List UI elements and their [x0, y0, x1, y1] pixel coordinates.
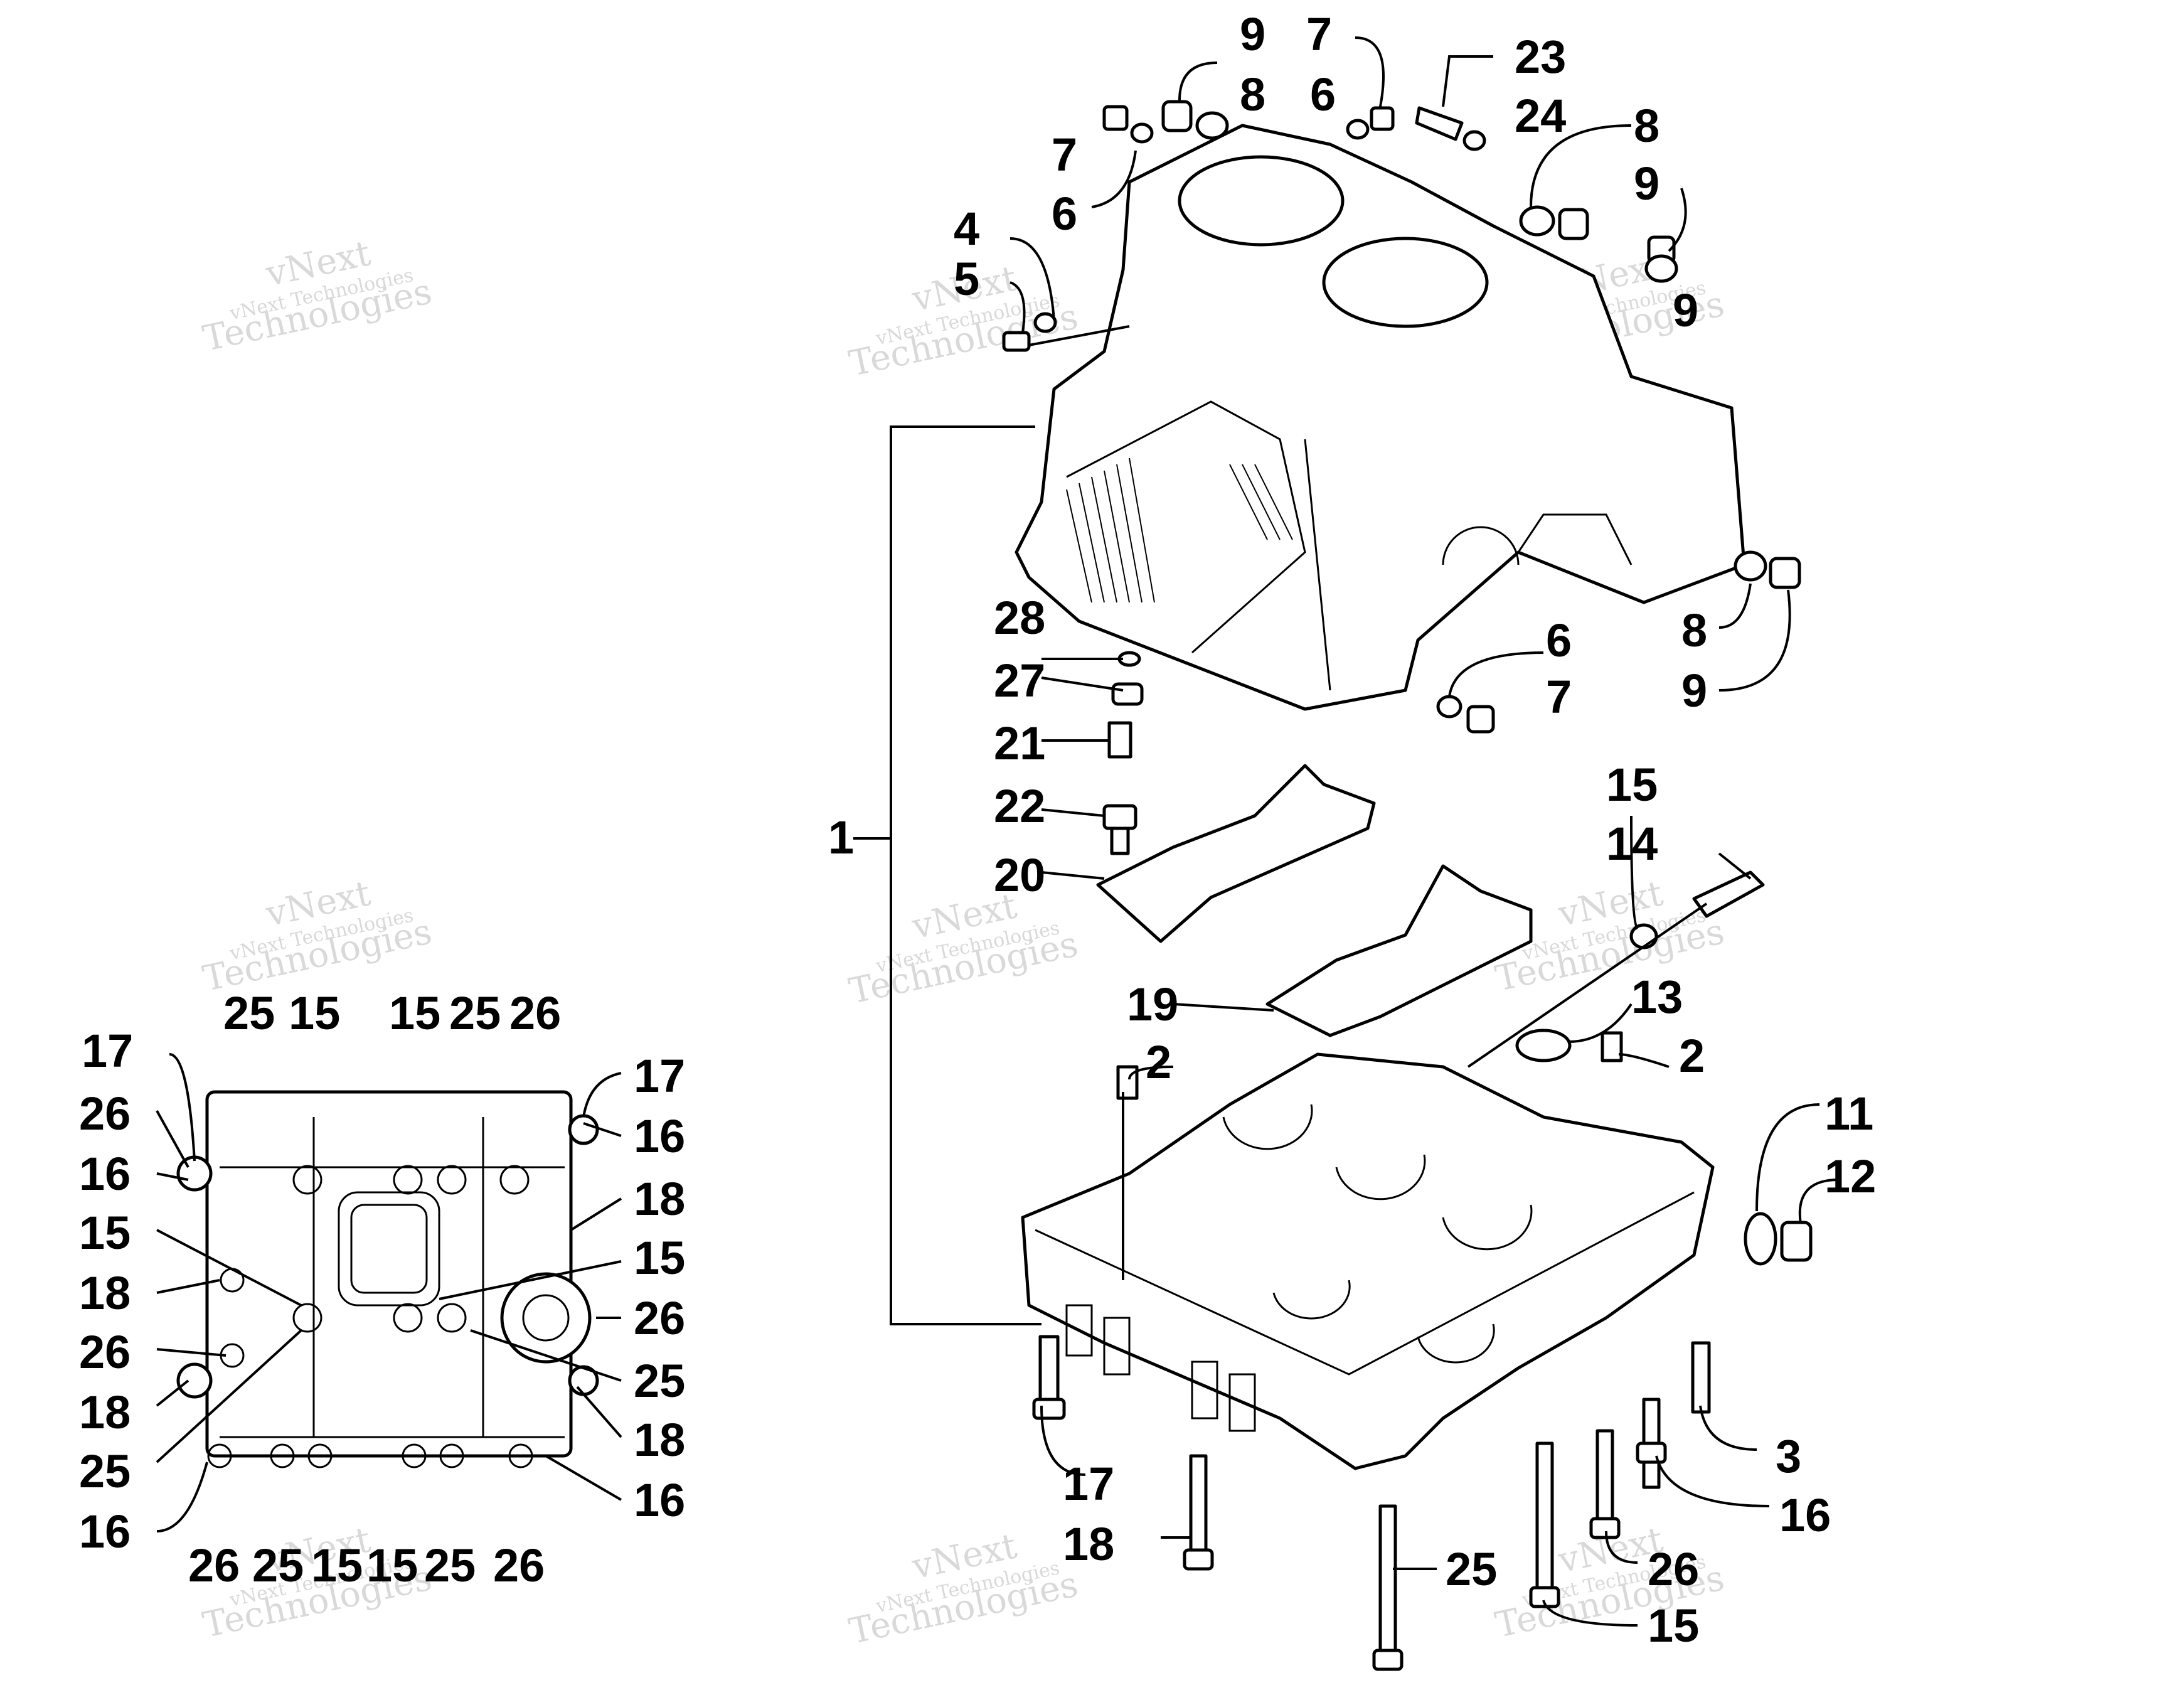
callout-14: 15 [1606, 759, 1658, 811]
callout-17: 17 [1063, 1458, 1114, 1510]
callout-7b: 7 [1052, 129, 1077, 181]
callout-8c: 8 [1681, 604, 1707, 656]
callout-16: 16 [1779, 1489, 1831, 1541]
callout-12: 13 [1631, 971, 1683, 1023]
callout-8a: 8 [1240, 68, 1265, 120]
callout-8b: 8 [1634, 100, 1659, 152]
callouts-exploded: 9 8 7 6 23 24 7 6 8 9 9 4 5 1 28 27 21 2… [828, 8, 1876, 1595]
callout-5: 5 [954, 253, 979, 305]
bv-18-right-b: 18 [634, 1414, 685, 1466]
callout-21: 21 [994, 717, 1045, 769]
bv-25-right: 25 [634, 1355, 685, 1407]
callout-2a: 2 [1146, 1036, 1171, 1088]
callout-6b: 6 [1052, 188, 1077, 240]
bv-26-bottom-a: 26 [188, 1539, 240, 1591]
callout-9c: 9 [1673, 284, 1698, 336]
callout-25: 25 [1446, 1543, 1497, 1595]
callout-11: 12 [1824, 1150, 1876, 1202]
callouts-bottom-view: 25 15 15 25 26 17 26 16 15 18 26 18 25 1… [79, 987, 685, 1591]
callout-2b: 2 [1679, 1030, 1705, 1082]
bv-25-top-a: 25 [223, 987, 275, 1039]
bv-18-right-a: 18 [634, 1173, 685, 1225]
callout-1: 1 [828, 811, 854, 864]
callout-19: 19 [1127, 978, 1178, 1030]
bv-16-left-b: 16 [79, 1505, 131, 1558]
callout-3: 3 [1776, 1430, 1801, 1482]
callout-9b: 9 [1634, 158, 1659, 210]
callout-22: 22 [994, 780, 1045, 832]
callout-27: 27 [994, 655, 1045, 707]
watermark-4: vNext Technologies vNext Technologies [200, 873, 435, 1000]
callout-9d: 9 [1681, 665, 1707, 717]
bv-15-top-b: 15 [389, 987, 440, 1039]
callout-28: 28 [994, 592, 1045, 644]
bv-25-top-b: 25 [449, 987, 501, 1039]
bv-26-top: 26 [509, 987, 561, 1039]
bv-15-top-a: 15 [289, 987, 340, 1039]
callout-18: 18 [1063, 1518, 1114, 1570]
callout-13: 14 [1606, 818, 1658, 870]
upper-crankcase [1015, 124, 1746, 711]
bv-16-right-a: 16 [634, 1110, 685, 1162]
bv-17-left: 17 [82, 1025, 133, 1077]
callout-15-exploded: 15 [1648, 1600, 1699, 1652]
leader-lines [156, 36, 1839, 1627]
bv-18-left-b: 18 [79, 1386, 131, 1438]
bv-15-right: 15 [634, 1232, 685, 1284]
watermark-8: vNext Technologies vNext Technologies [846, 1526, 1082, 1652]
watermark-1: vNext Technologies vNext Technologies [200, 233, 435, 360]
lower-crankcase [1021, 1052, 1715, 1470]
bv-16-right-b: 16 [634, 1474, 685, 1526]
callout-7a: 7 [1306, 8, 1332, 60]
bv-26-right: 26 [634, 1292, 685, 1344]
callout-9a: 9 [1240, 8, 1265, 60]
bv-16-left-a: 16 [79, 1148, 131, 1200]
bottom-view [176, 1090, 599, 1468]
cooling-fins [1066, 457, 1293, 603]
callout-23: 23 [1515, 31, 1566, 83]
callout-24: 24 [1515, 90, 1566, 142]
bv-17-right: 17 [634, 1050, 685, 1102]
bv-26-left-b: 26 [79, 1326, 131, 1378]
callout-10: 11 [1824, 1088, 1873, 1140]
callout-20: 20 [994, 849, 1045, 901]
small-parts [1002, 100, 1813, 1671]
bv-15-bottom-b: 15 [366, 1539, 418, 1591]
callout-6a: 6 [1310, 68, 1336, 120]
callout-6c: 6 [1546, 614, 1572, 666]
bv-18-left-a: 18 [79, 1267, 131, 1319]
bv-25-bottom-b: 25 [424, 1539, 476, 1591]
gaskets [1096, 764, 1533, 1037]
bv-15-left: 15 [79, 1207, 131, 1259]
bv-25-bottom-a: 25 [252, 1539, 304, 1591]
bv-26-left-a: 26 [79, 1088, 131, 1140]
bv-26-bottom-b: 26 [493, 1539, 545, 1591]
callout-26: 26 [1648, 1543, 1699, 1595]
bv-15-bottom-a: 15 [311, 1539, 363, 1591]
callout-4: 4 [954, 203, 979, 255]
bv-25-left: 25 [79, 1445, 131, 1497]
callout-7c: 7 [1546, 671, 1572, 723]
